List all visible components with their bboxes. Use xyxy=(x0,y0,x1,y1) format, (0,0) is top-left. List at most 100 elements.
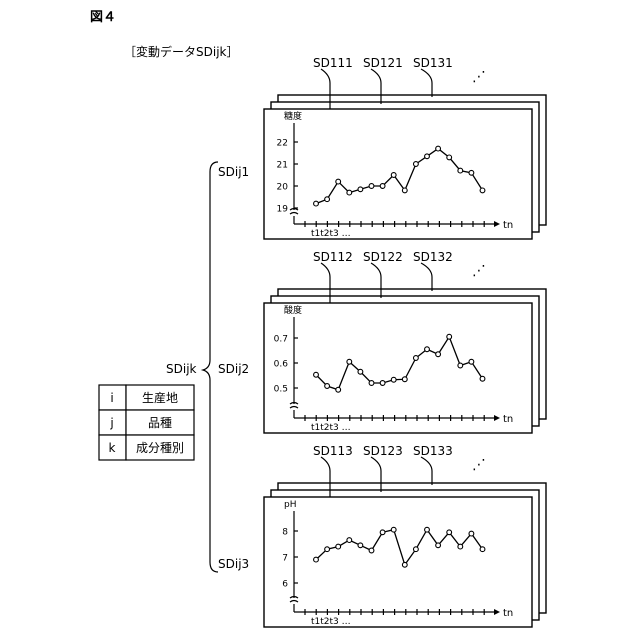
stack-label-sd123: SD123 xyxy=(363,444,403,458)
y-tick-label: 0.7 xyxy=(274,335,288,345)
y-axis-label: pH xyxy=(284,500,296,510)
data-point xyxy=(469,531,474,536)
chart-panel-2: SD112 SD122 SD132 ⋰ 酸度 tn t1t2t3 … 0.7 0.6 0.5 xyxy=(264,250,546,433)
data-point xyxy=(358,187,363,192)
data-point xyxy=(458,168,463,173)
y-tick-label: 0.6 xyxy=(274,360,289,370)
group-label-1: SDij1 xyxy=(218,165,249,179)
data-point xyxy=(347,190,352,195)
panel-stacks: SD111SD121SD131⋰糖度tnt1t2t3 …22212019SD11… xyxy=(264,56,546,627)
table-value-i: 生産地 xyxy=(142,390,178,405)
chart-card-front xyxy=(264,109,532,239)
stack-label-sd112: SD112 xyxy=(313,250,353,264)
data-point xyxy=(447,530,452,535)
data-point xyxy=(436,543,441,548)
data-point xyxy=(347,359,352,364)
data-point xyxy=(469,170,474,175)
chart-card-front xyxy=(264,303,532,433)
x-axis-end-label: tn xyxy=(503,608,513,619)
data-point xyxy=(380,530,385,535)
y-tick-label: 7 xyxy=(282,554,288,564)
stack-label-leader xyxy=(421,263,432,291)
stack-label-sd132: SD132 xyxy=(413,250,453,264)
more-ellipsis: ⋰ xyxy=(472,263,486,279)
data-point xyxy=(402,188,407,193)
data-point xyxy=(436,146,441,151)
group-brace xyxy=(203,162,218,572)
table-key-j: j xyxy=(109,416,113,430)
group-label-3: SDij3 xyxy=(218,557,249,571)
legend-table: i 生産地 j 品種 k 成分種別 xyxy=(99,385,194,460)
table-key-i: i xyxy=(110,391,113,405)
data-point xyxy=(425,527,430,532)
root-label: SDijk xyxy=(166,362,197,376)
data-point xyxy=(414,162,419,167)
x-axis-start-labels: t1t2t3 … xyxy=(311,617,351,627)
stack-label-sd121: SD121 xyxy=(363,56,403,70)
data-point xyxy=(391,377,396,382)
group-label-2: SDij2 xyxy=(218,362,249,376)
data-point xyxy=(380,381,385,386)
data-point xyxy=(469,359,474,364)
data-point xyxy=(480,376,485,381)
data-point xyxy=(402,377,407,382)
data-point xyxy=(369,184,374,189)
data-point xyxy=(414,356,419,361)
stack-label-leader xyxy=(421,69,432,97)
stack-label-sd131: SD131 xyxy=(413,56,453,70)
table-value-k: 成分種別 xyxy=(136,441,184,455)
data-point xyxy=(436,352,441,357)
data-point xyxy=(336,544,341,549)
figure-title: ［変動データSDijk］ xyxy=(124,44,238,59)
x-axis-start-labels: t1t2t3 … xyxy=(311,229,351,239)
y-tick-label: 21 xyxy=(277,161,288,171)
data-point xyxy=(480,547,485,552)
data-point xyxy=(325,197,330,202)
y-axis-label: 酸度 xyxy=(284,304,302,316)
stack-label-leader xyxy=(421,457,432,485)
data-point xyxy=(402,562,407,567)
figure-label: 図４ xyxy=(90,10,116,25)
data-point xyxy=(447,155,452,160)
chart-card-front xyxy=(264,497,532,627)
data-point xyxy=(325,547,330,552)
data-point xyxy=(447,334,452,339)
y-tick-label: 22 xyxy=(277,139,288,149)
data-point xyxy=(336,387,341,392)
data-point xyxy=(336,179,341,184)
y-tick-label: 20 xyxy=(277,183,289,193)
data-point xyxy=(480,188,485,193)
table-key-k: k xyxy=(109,441,116,455)
y-tick-label: 19 xyxy=(277,205,289,215)
more-ellipsis: ⋰ xyxy=(472,457,486,473)
chart-panel-1: SD111 SD121 SD131 ⋰ 糖度 tn t1t2t3 … 22 21 20 19 xyxy=(264,56,546,239)
data-point xyxy=(425,154,430,159)
data-point xyxy=(369,381,374,386)
stack-label-sd111: SD111 xyxy=(313,56,353,70)
table-value-j: 品種 xyxy=(148,416,172,430)
stack-label-sd122: SD122 xyxy=(363,250,403,264)
data-point xyxy=(391,527,396,532)
y-tick-label: 0.5 xyxy=(274,385,288,395)
y-axis-label: 糖度 xyxy=(284,110,302,122)
data-point xyxy=(414,547,419,552)
more-ellipsis: ⋰ xyxy=(472,69,486,85)
y-tick-label: 6 xyxy=(282,580,288,590)
data-point xyxy=(358,369,363,374)
x-axis-end-label: tn xyxy=(503,414,513,425)
data-point xyxy=(391,173,396,178)
data-point xyxy=(380,184,385,189)
data-point xyxy=(369,548,374,553)
y-tick-label: 8 xyxy=(282,528,288,538)
stack-label-sd133: SD133 xyxy=(413,444,453,458)
data-point xyxy=(325,384,330,389)
x-axis-end-label: tn xyxy=(503,220,513,231)
data-point xyxy=(458,544,463,549)
data-point xyxy=(314,557,319,562)
stack-label-sd113: SD113 xyxy=(313,444,353,458)
x-axis-start-labels: t1t2t3 … xyxy=(311,423,351,433)
data-point xyxy=(358,543,363,548)
data-point xyxy=(314,201,319,206)
chart-panel-3: SD113 SD123 SD133 ⋰ pH tn t1t2t3 … 8 7 6 xyxy=(264,444,546,627)
